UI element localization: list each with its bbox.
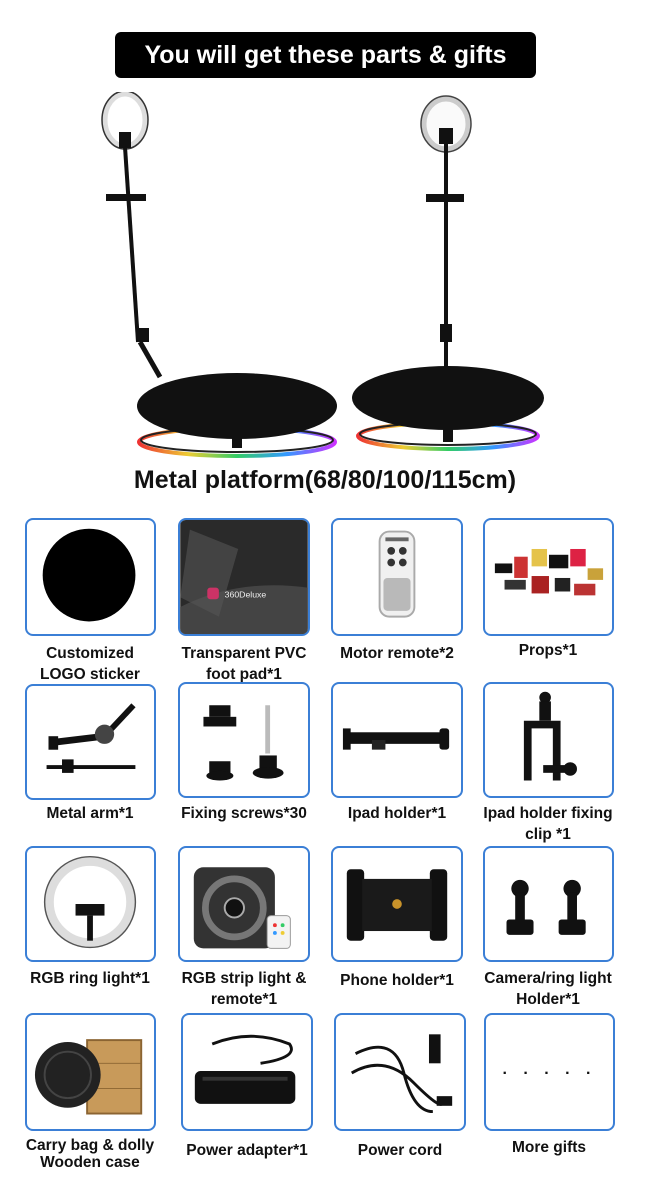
fixing-screws-image — [203, 705, 284, 781]
logo-sticker-card — [25, 518, 156, 636]
page-title-banner: You will get these parts & gifts — [115, 32, 536, 78]
item-caption: Motor remote*2 — [340, 645, 454, 662]
more-gifts-card: . . . . . — [484, 1013, 615, 1131]
svg-text:360Deluxe: 360Deluxe — [225, 589, 267, 599]
platform-left — [101, 92, 337, 458]
carry-bag-image — [34, 1039, 143, 1115]
strip-light-card — [178, 846, 310, 962]
item-caption: Power adapter*1 — [186, 1142, 308, 1159]
ipad-clip-card — [483, 682, 614, 798]
item-caption: RGB strip light &remote*1 — [181, 970, 307, 1008]
item-caption: Ipad holder*1 — [347, 805, 447, 822]
power-adapter-image — [194, 1034, 296, 1104]
props-card — [483, 518, 614, 636]
power-cord-image — [350, 1034, 453, 1114]
platform-hero-image — [101, 92, 544, 458]
ring-light-card — [25, 846, 156, 962]
props-image — [494, 548, 604, 596]
item-caption: Power cord — [357, 1142, 443, 1159]
camera-holder-image — [506, 879, 586, 935]
ipad-holder-image — [342, 728, 450, 750]
metal-arm-image — [46, 703, 136, 773]
pvc-foot-pad-image: 360Deluxe — [180, 520, 308, 634]
more-gifts-dots: . . . . . — [502, 1061, 597, 1078]
item-caption: More gifts — [511, 1139, 587, 1156]
item-caption: Phone holder*1 — [340, 972, 454, 989]
power-adapter-card — [181, 1013, 313, 1131]
power-cord-card — [334, 1013, 466, 1131]
item-caption: RGB ring light*1 — [30, 970, 150, 987]
ring-light-image — [43, 855, 137, 949]
carry-bag-card — [25, 1013, 156, 1131]
pvc-foot-pad-card: 360Deluxe — [178, 518, 310, 636]
phone-holder-card — [331, 846, 463, 962]
motor-remote-image — [378, 530, 416, 618]
ipad-clip-image — [523, 691, 577, 781]
fixing-screws-card — [178, 682, 310, 798]
item-caption: Fixing screws*30 — [181, 805, 307, 822]
logo-sticker-image — [42, 528, 136, 622]
phone-holder-image — [346, 869, 448, 941]
item-caption: Props*1 — [518, 642, 578, 659]
strip-light-image — [193, 867, 291, 949]
ipad-holder-card — [331, 682, 463, 798]
item-caption: Metal arm*1 — [46, 805, 134, 822]
platform-caption: Metal platform(68/80/100/115cm) — [133, 466, 517, 494]
motor-remote-card — [331, 518, 463, 636]
camera-holder-card — [483, 846, 614, 962]
platform-right — [352, 95, 544, 451]
metal-arm-card — [25, 684, 156, 800]
